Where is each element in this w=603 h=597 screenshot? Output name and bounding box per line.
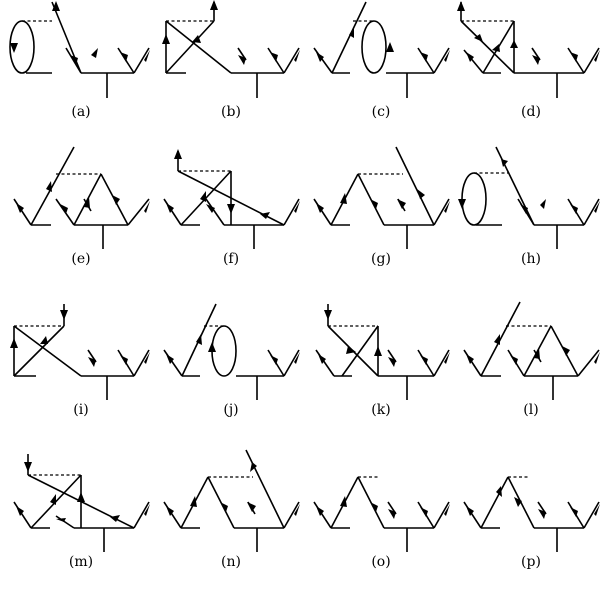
panel-e-diagram [13,146,150,249]
panel-p: (p) [456,450,603,597]
panel-h-label: (h) [521,251,541,267]
panel-e-label: (e) [71,251,91,267]
panel-d: (d) [456,0,603,147]
panel-b-label: (b) [221,104,241,120]
panel-o-diagram [313,476,450,552]
panel-c-diagram [313,1,450,98]
panel-c: (c) [306,0,456,147]
panel-j-label: (j) [223,402,239,418]
panel-d-label: (d) [521,104,541,120]
panel-b: (b) [156,0,306,147]
panel-j-diagram [163,303,300,400]
panel-l: (l) [456,298,603,445]
panel-h-diagram [458,146,600,249]
panel-h: (h) [456,146,603,294]
panel-n-diagram [163,449,300,552]
panel-n: (n) [156,449,306,597]
panel-i-label: (i) [73,402,89,418]
panel-m-diagram [13,454,150,552]
panel-a-diagram [9,1,150,98]
panel-g-diagram [313,146,450,249]
panel-k-diagram [315,304,450,400]
panel-b-diagram [162,0,300,98]
panel-l-label: (l) [523,402,539,418]
panel-f-label: (f) [222,251,240,267]
panel-i-diagram [10,304,150,400]
panel-f-diagram [163,149,300,249]
panel-n-label: (n) [221,554,241,570]
panel-i: (i) [6,298,156,445]
panel-k-label: (k) [371,402,391,418]
panel-l-diagram [463,301,600,400]
panel-p-label: (p) [521,554,541,570]
panel-g-label: (g) [371,251,391,267]
panel-f: (f) [156,147,306,294]
panel-o: (o) [306,450,456,597]
panel-a: (a) [6,0,156,147]
panel-k: (k) [306,298,456,445]
panel-e: (e) [6,146,156,294]
panel-p-diagram [463,476,600,552]
panel-m-label: (m) [68,554,94,570]
panel-c-label: (c) [371,104,391,120]
panel-g: (g) [306,146,456,294]
panel-d-diagram [457,1,600,98]
panel-j: (j) [156,298,306,445]
panel-a-label: (a) [71,104,91,120]
panel-m: (m) [6,450,156,597]
panel-o-label: (o) [371,554,391,570]
